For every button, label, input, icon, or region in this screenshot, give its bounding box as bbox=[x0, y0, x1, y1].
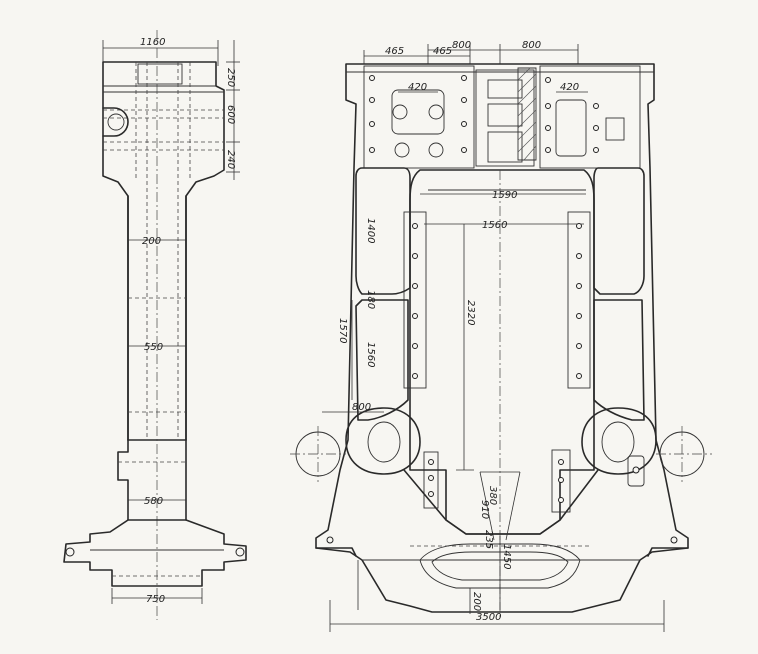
right-pin-boss bbox=[551, 407, 712, 513]
right-column bbox=[567, 167, 645, 421]
head-left-plate: 420 bbox=[363, 65, 475, 169]
dim-label: 1160 bbox=[140, 37, 165, 48]
dim-label: 1560 bbox=[482, 220, 507, 231]
dim-label: 1400 bbox=[365, 218, 376, 243]
side-boss bbox=[102, 107, 129, 137]
dim-label: 1590 bbox=[492, 190, 517, 201]
head-center-block bbox=[475, 67, 537, 167]
side-column: 200 550 bbox=[127, 30, 187, 620]
dim-label: 910 bbox=[479, 500, 490, 519]
dim-overall: 3500 bbox=[329, 560, 665, 632]
dim-label: 800 bbox=[522, 40, 541, 51]
dim-label: 1450 bbox=[501, 544, 512, 569]
dim-label: 380 bbox=[487, 486, 498, 505]
dim-label: 180 bbox=[365, 290, 376, 309]
left-pin-boss: 800 bbox=[290, 402, 439, 509]
dim-label: 550 bbox=[144, 342, 163, 353]
dim-label: 800 bbox=[352, 402, 371, 413]
head-right-plate: 420 bbox=[539, 65, 641, 169]
dim-window: 1590 1560 2320 bbox=[420, 170, 586, 620]
dim-label: 420 bbox=[560, 82, 579, 93]
dim-label: 3500 bbox=[476, 612, 501, 623]
dim-side-right: 250 600 240 bbox=[225, 40, 240, 180]
dim-label: 1570 bbox=[337, 318, 348, 343]
dim-lower: 910 380 235 1450 200 bbox=[469, 471, 521, 614]
lower-cross-member bbox=[315, 469, 689, 589]
side-head-outline bbox=[102, 61, 225, 441]
dim-label: 200 bbox=[142, 236, 161, 247]
dim-front-top: 465 465 800 800 bbox=[363, 40, 579, 64]
side-foot: 580 750 bbox=[63, 439, 247, 605]
side-view: 1160 250 600 240 bbox=[63, 30, 247, 620]
dim-label: 750 bbox=[146, 594, 165, 605]
left-column: 1400 180 1570 1560 bbox=[337, 167, 427, 421]
dim-label: 2320 bbox=[465, 300, 476, 325]
dim-label: 250 bbox=[225, 68, 236, 87]
dim-label: 465 bbox=[433, 46, 452, 57]
dim-label: 800 bbox=[452, 40, 471, 51]
dim-label: 600 bbox=[225, 105, 236, 124]
dim-label: 200 bbox=[471, 592, 482, 611]
dim-label: 580 bbox=[144, 496, 163, 507]
front-view: 465 465 800 800 420 bbox=[290, 40, 712, 632]
dim-label: 235 bbox=[483, 530, 494, 549]
dim-label: 240 bbox=[225, 150, 236, 169]
dim-label: 1560 bbox=[365, 342, 376, 367]
dim-label: 420 bbox=[408, 82, 427, 93]
frame-outline bbox=[315, 63, 689, 613]
dim-label: 465 bbox=[385, 46, 404, 57]
